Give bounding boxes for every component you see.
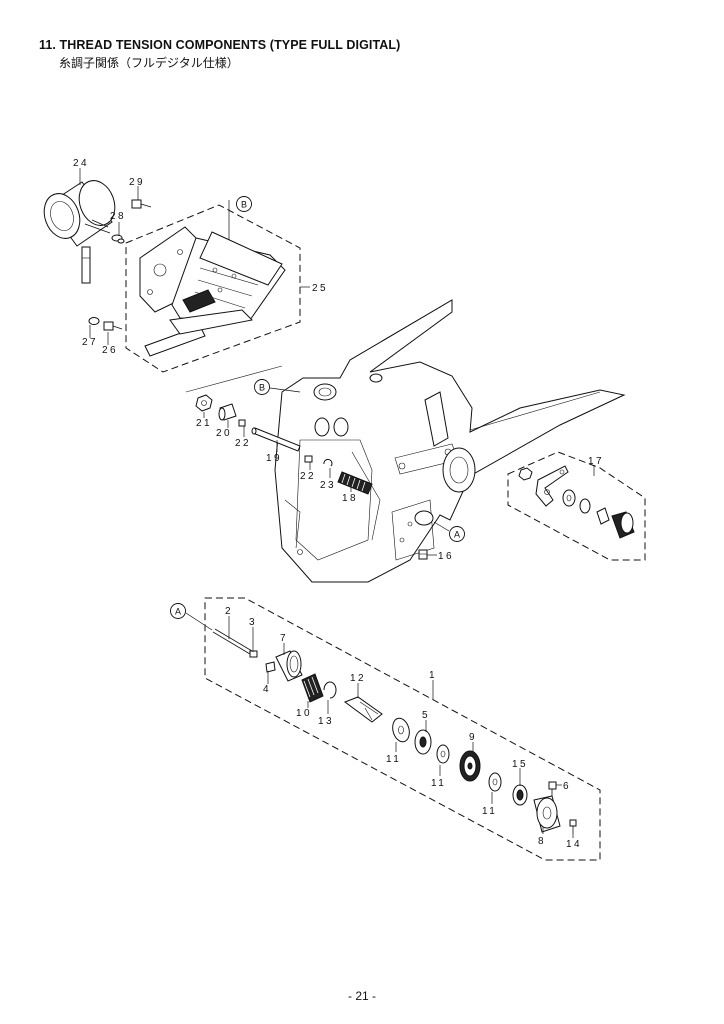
part-label-11-b: 11	[431, 778, 446, 789]
tension-post-12	[343, 696, 383, 723]
part-label-16: 16	[438, 551, 454, 562]
nut-21	[195, 394, 213, 412]
tension-motor	[43, 180, 116, 284]
part-label-27: 27	[82, 337, 98, 348]
motor-bracket	[139, 226, 286, 357]
part-label-5: 5	[422, 710, 430, 721]
screw-3	[249, 650, 258, 658]
callout-a-bottom: A	[170, 603, 213, 631]
part-label-17: 17	[588, 456, 604, 467]
screw-29	[131, 199, 152, 209]
part-label-20: 20	[216, 428, 232, 439]
part-label-15: 15	[512, 759, 528, 770]
part-label-7: 7	[280, 633, 288, 644]
part-label-1: 1	[429, 670, 437, 681]
screw-6	[548, 781, 557, 798]
part-label-12: 12	[350, 673, 366, 684]
tension-spring-10	[301, 673, 324, 703]
shaft-parts-group	[185, 365, 373, 495]
gear-9	[459, 750, 481, 782]
part-label-10: 10	[296, 708, 312, 719]
tension-washer-11-c	[488, 772, 502, 792]
part-label-22-a: 22	[235, 438, 251, 449]
screw-4	[265, 661, 276, 673]
washer-28	[111, 234, 125, 244]
assembly-1-outline	[204, 597, 601, 861]
callout-b-bottom-label: B	[259, 383, 265, 393]
tension-disk-5	[414, 729, 432, 755]
washer-17	[562, 489, 576, 507]
sleeve-20	[218, 403, 237, 421]
callout-b-top-label: B	[241, 200, 247, 210]
assembly-17-outline	[507, 451, 646, 561]
callout-b-top: B	[236, 196, 252, 212]
shaft-19	[251, 427, 301, 452]
stud-17	[596, 507, 610, 525]
part-label-9: 9	[469, 732, 477, 743]
thread-tension-shaft-2	[212, 628, 253, 655]
section-title: 11. THREAD TENSION COMPONENTS (TYPE FULL…	[39, 38, 401, 52]
part-label-13: 13	[318, 716, 334, 727]
machine-frame	[274, 299, 626, 583]
set-screw-16	[418, 549, 437, 560]
set-screw-22-a	[238, 419, 246, 427]
set-screw-22-b	[304, 455, 313, 463]
retaining-ring-13	[323, 681, 337, 699]
part-label-19: 19	[266, 453, 282, 464]
tension-sleeve-7	[275, 650, 303, 682]
part-label-2: 2	[225, 606, 233, 617]
part-label-6: 6	[563, 781, 571, 792]
part-label-24: 24	[73, 158, 89, 169]
part-label-11-a: 11	[386, 754, 401, 765]
callout-b-bottom: B	[254, 379, 301, 395]
nut-17	[518, 467, 533, 481]
part-label-28: 28	[110, 211, 126, 222]
tension-washer-11-b	[436, 744, 450, 764]
screw-26	[103, 321, 123, 331]
tension-unit-assembly	[204, 597, 601, 861]
part-label-23: 23	[320, 480, 336, 491]
spring-18	[337, 471, 373, 495]
part-label-22-b: 22	[300, 471, 316, 482]
part-label-25: 25	[312, 283, 328, 294]
callout-a-top: A	[433, 521, 465, 542]
part-label-8: 8	[538, 836, 546, 847]
tension-disk-15	[512, 784, 528, 806]
tension-knob-17	[611, 511, 635, 539]
callout-a-top-label: A	[454, 530, 460, 540]
part-label-26: 26	[102, 345, 118, 356]
frame-outline	[274, 299, 626, 583]
part-label-18: 18	[342, 493, 358, 504]
part-label-4: 4	[263, 684, 271, 695]
tension-washer-11-a	[392, 717, 410, 743]
washer-27	[88, 317, 100, 325]
part-number-labels: 24 29 28 25 27 26 21 20 22 19 22 23 18 1…	[73, 158, 604, 850]
part-label-14: 14	[566, 839, 582, 850]
section-subtitle-jp: 糸調子関係（フルデジタル仕様）	[59, 56, 239, 70]
bracket-assembly-group	[43, 168, 310, 373]
part-label-11-c: 11	[482, 806, 497, 817]
callout-a-bottom-label: A	[175, 607, 181, 617]
part-label-3: 3	[249, 617, 257, 628]
page-number: - 21 -	[347, 989, 376, 1003]
part-label-29: 29	[129, 177, 145, 188]
tension-housing-8	[533, 795, 561, 833]
assembly-17-group	[507, 451, 646, 561]
part-label-21: 21	[196, 418, 212, 429]
e-ring-23	[323, 458, 333, 467]
screw-14	[569, 819, 577, 834]
disk-17	[579, 498, 591, 514]
lever-17	[535, 465, 569, 507]
bracket-assembly-outline	[125, 204, 301, 373]
